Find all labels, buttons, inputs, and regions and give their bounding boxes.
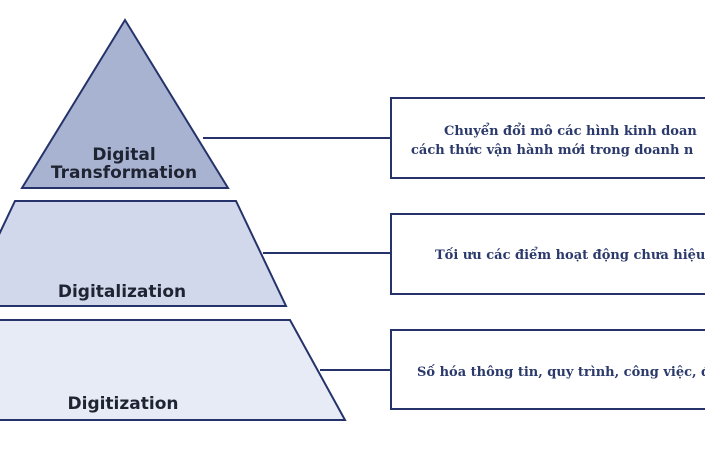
description-box-digitization	[390, 329, 705, 410]
description-digitalization-line-1: Tối ưu các điểm hoạt động chưa hiệu	[435, 247, 705, 263]
tier-digitalization-shape	[0, 200, 288, 307]
tier-digitization-label: Digitization	[68, 394, 179, 414]
tier-transformation-label-line-2: Transformation	[51, 163, 197, 183]
tier-digitalization-label: Digitalization	[58, 282, 186, 302]
description-digitization-line-1: Số hóa thông tin, quy trình, công việc, …	[417, 364, 705, 380]
tier-transformation-label-line-1: Digital	[92, 145, 155, 165]
description-box-transformation	[390, 97, 705, 179]
description-transformation-line-2: cách thức vận hành mới trong doanh n	[411, 143, 694, 158]
description-transformation-line-1: Chuyển đổi mô các hình kinh doan	[444, 123, 697, 139]
description-box-digitalization	[390, 213, 705, 295]
tier-transformation-shape	[20, 18, 230, 189]
tier-digitization-shape	[0, 319, 347, 421]
